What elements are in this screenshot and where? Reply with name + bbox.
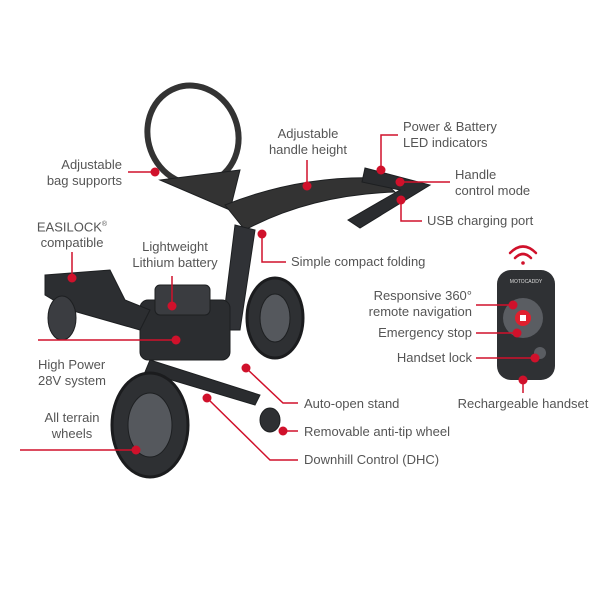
remote-handset: MOTOCADDY	[497, 270, 555, 380]
label-line: Handle	[455, 167, 497, 182]
label-high-power: High Power 28V system	[38, 357, 106, 389]
label-handle-height: Adjustable handle height	[258, 126, 358, 158]
label-lithium-battery: Lightweight Lithium battery	[120, 239, 230, 271]
label-compact-folding: Simple compact folding	[291, 254, 426, 269]
label-anti-tip-wheel: Removable anti-tip wheel	[304, 424, 450, 439]
label-line: remote navigation	[368, 304, 472, 319]
label-line: Adjustable	[61, 157, 122, 172]
label-easilock: EASILOCK® compatible	[22, 217, 122, 251]
handset-brand-logo: MOTOCADDY	[510, 279, 543, 285]
label-auto-open-stand: Auto-open stand	[304, 396, 400, 411]
label-line: High Power	[38, 357, 106, 372]
label-line: Power & Battery	[403, 119, 497, 134]
registered-mark: ®	[101, 221, 108, 228]
label-handle-control-mode: Handle control mode	[455, 167, 530, 199]
label-line: compatible	[40, 235, 104, 251]
label-remote-navigation: Responsive 360° remote navigation	[369, 288, 472, 320]
label-line: Lightweight	[142, 239, 208, 254]
label-bag-supports: Adjustable bag supports	[47, 157, 122, 189]
label-line: LED indicators	[403, 135, 488, 150]
label-led-indicators: Power & Battery LED indicators	[403, 119, 497, 151]
label-usb-port: USB charging port	[427, 213, 534, 228]
label-handset-lock: Handset lock	[396, 350, 472, 365]
label-line: EASILOCK®	[22, 217, 122, 235]
label-line: Adjustable	[277, 126, 339, 141]
label-downhill-control: Downhill Control (DHC)	[304, 452, 440, 467]
label-line: Responsive 360°	[373, 288, 472, 303]
label-line: Lithium battery	[132, 255, 218, 270]
golf-trolley	[44, 82, 432, 479]
label-line: 28V system	[38, 373, 106, 388]
easilock-text: EASILOCK	[36, 219, 102, 235]
label-line: wheels	[51, 426, 93, 441]
label-line: control mode	[455, 183, 531, 198]
label-line: All terrain	[44, 410, 100, 425]
label-all-terrain-wheels: All terrain wheels	[22, 410, 122, 442]
callout-dots	[67, 165, 540, 455]
label-line: handle height	[268, 142, 348, 157]
anti-tip-wheel	[259, 407, 281, 433]
label-rechargeable-handset: Rechargeable handset	[457, 396, 589, 411]
label-line: bag supports	[46, 173, 122, 188]
label-emergency-stop: Emergency stop	[378, 325, 472, 340]
wireless-signal-icon	[508, 245, 538, 265]
